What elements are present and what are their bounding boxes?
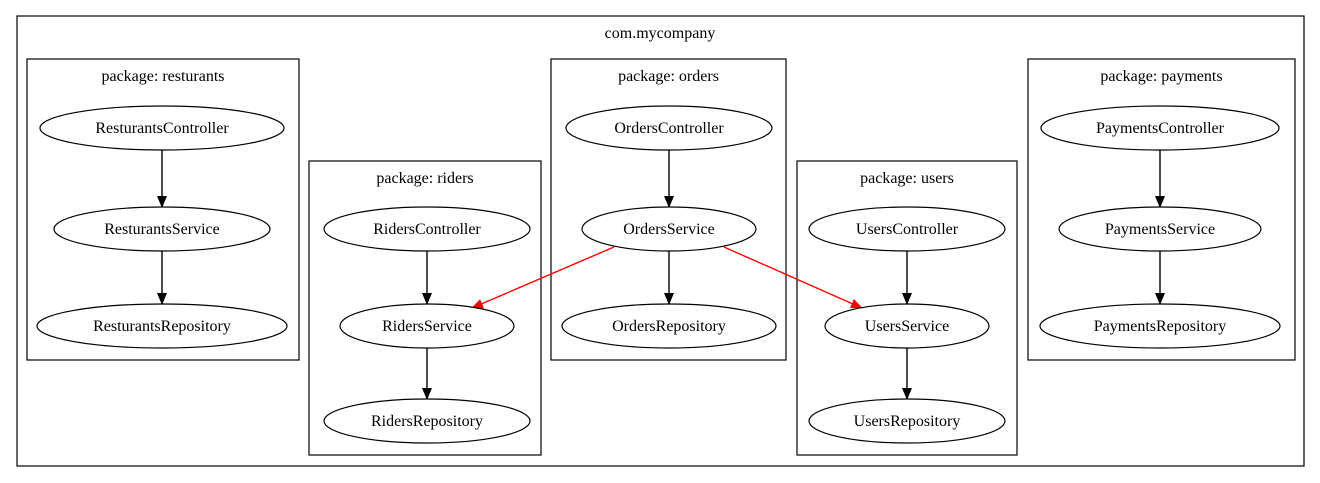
package-label-resturants: package: resturants bbox=[101, 68, 224, 85]
node-label: ResturantsRepository bbox=[93, 318, 231, 335]
node-resturants-repository[interactable]: ResturantsRepository bbox=[36, 303, 288, 349]
node-label: RidersService bbox=[382, 318, 472, 335]
node-label: UsersController bbox=[856, 221, 959, 238]
node-orders-controller[interactable]: OrdersController bbox=[565, 105, 773, 151]
node-ellipse bbox=[824, 303, 990, 349]
node-ellipse bbox=[53, 206, 271, 252]
node-label: ResturantsController bbox=[95, 120, 229, 137]
node-riders-controller[interactable]: RidersController bbox=[323, 206, 531, 252]
node-ellipse bbox=[323, 206, 531, 252]
node-label: PaymentsRepository bbox=[1094, 318, 1226, 335]
node-ellipse bbox=[565, 105, 773, 151]
node-users-service[interactable]: UsersService bbox=[824, 303, 990, 349]
node-ellipse bbox=[581, 206, 757, 252]
node-users-repository[interactable]: UsersRepository bbox=[808, 398, 1006, 444]
edge-orders-service-to-users-service bbox=[723, 246, 863, 309]
node-orders-repository[interactable]: OrdersRepository bbox=[561, 303, 777, 349]
node-ellipse bbox=[323, 398, 531, 444]
edge-orders-service-to-riders-service bbox=[471, 246, 615, 309]
node-riders-service[interactable]: RidersService bbox=[339, 303, 515, 349]
node-label: RidersController bbox=[373, 221, 481, 238]
node-payments-controller[interactable]: PaymentsController bbox=[1040, 105, 1280, 151]
node-label: UsersRepository bbox=[854, 413, 961, 430]
node-ellipse bbox=[561, 303, 777, 349]
node-orders-service[interactable]: OrdersService bbox=[581, 206, 757, 252]
node-ellipse bbox=[1040, 105, 1280, 151]
node-ellipse bbox=[1058, 206, 1262, 252]
node-ellipse bbox=[36, 303, 288, 349]
package-label-users: package: users bbox=[860, 170, 954, 187]
node-label: PaymentsService bbox=[1105, 221, 1215, 238]
node-label: RidersRepository bbox=[371, 413, 483, 430]
node-ellipse bbox=[1039, 303, 1281, 349]
node-ellipse bbox=[808, 206, 1006, 252]
root-cluster-label: com.mycompany bbox=[605, 25, 716, 42]
node-payments-service[interactable]: PaymentsService bbox=[1058, 206, 1262, 252]
node-riders-repository[interactable]: RidersRepository bbox=[323, 398, 531, 444]
node-label: OrdersService bbox=[623, 221, 715, 238]
node-label: PaymentsController bbox=[1096, 120, 1225, 137]
node-label: ResturantsService bbox=[104, 221, 220, 238]
node-users-controller[interactable]: UsersController bbox=[808, 206, 1006, 252]
node-resturants-controller[interactable]: ResturantsController bbox=[39, 105, 285, 151]
dependency-edges bbox=[157, 150, 1165, 400]
node-label: OrdersController bbox=[614, 120, 724, 137]
node-label: OrdersRepository bbox=[612, 318, 726, 335]
package-label-orders: package: orders bbox=[618, 68, 719, 85]
node-resturants-service[interactable]: ResturantsService bbox=[53, 206, 271, 252]
node-ellipse bbox=[808, 398, 1006, 444]
package-label-payments: package: payments bbox=[1100, 68, 1222, 85]
class-nodes: ResturantsControllerResturantsServiceRes… bbox=[36, 105, 1281, 444]
node-label: UsersService bbox=[865, 318, 949, 335]
node-ellipse bbox=[39, 105, 285, 151]
node-ellipse bbox=[339, 303, 515, 349]
package-label-riders: package: riders bbox=[376, 170, 473, 187]
node-payments-repository[interactable]: PaymentsRepository bbox=[1039, 303, 1281, 349]
